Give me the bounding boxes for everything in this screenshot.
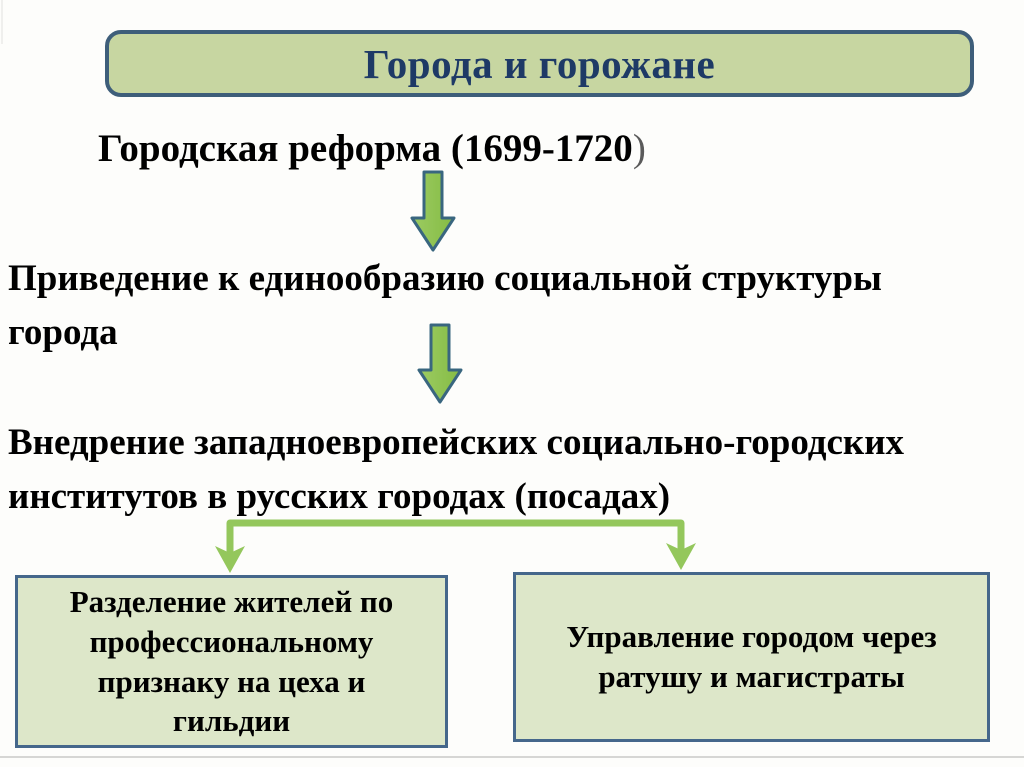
flow-step-2-line-1: Внедрение западноевропейских социально-г… <box>8 422 905 463</box>
flow-step-1-line-2: города <box>8 312 118 353</box>
reform-heading: Городская реформа (1699-1720) <box>98 126 646 173</box>
down-block-arrow-icon <box>410 170 456 252</box>
flow-step-1: Приведение к единообразию социальной стр… <box>8 252 882 360</box>
outcome-left-line-4: гильдии <box>172 703 291 739</box>
outcome-box-left: Разделение жителей по профессиональному … <box>15 575 448 748</box>
outcome-left-line-3: признаку на цеха и <box>97 663 366 699</box>
reform-heading-text: Городская реформа (1699-1720 <box>98 127 633 170</box>
slide-bottom-divider <box>0 756 1024 758</box>
title-box: Города и горожане <box>105 30 974 97</box>
flow-step-2-line-2: институтов в русских городах (посадах) <box>8 476 671 517</box>
slide-title: Города и горожане <box>363 40 716 87</box>
branch-connector-icon <box>215 519 696 573</box>
down-block-arrow-icon <box>417 323 463 404</box>
outcome-left-line-2: профессиональному <box>89 623 374 659</box>
flow-step-2: Внедрение западноевропейских социально-г… <box>8 416 904 524</box>
outcome-left-line-1: Разделение жителей по <box>69 584 394 620</box>
flow-step-1-line-1: Приведение к единообразию социальной стр… <box>8 258 882 299</box>
slide-edge-mark <box>1 0 3 44</box>
outcome-box-right: Управление городом через ратушу и магист… <box>513 572 990 742</box>
outcome-right-line-2: ратушу и магистраты <box>598 659 905 694</box>
reform-heading-paren: ) <box>632 127 646 170</box>
outcome-right-line-1: Управление городом через <box>566 619 937 655</box>
